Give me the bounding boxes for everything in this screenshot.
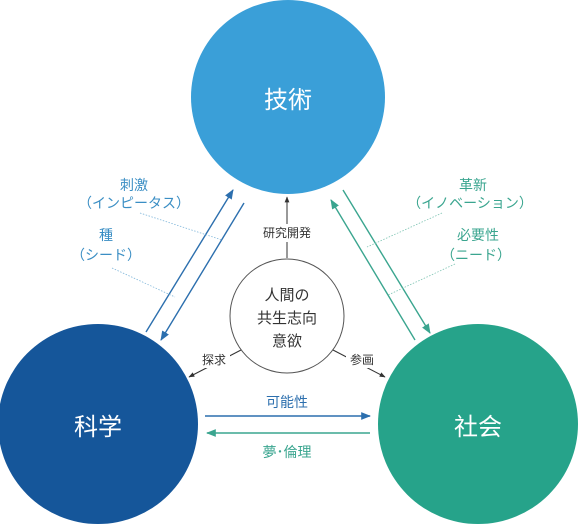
innovation-leader-line [366, 212, 443, 248]
stimulus-leader-line [139, 212, 223, 241]
rd-label: 研究開発 [263, 225, 311, 240]
explore-label-bg [198, 352, 230, 368]
stimulus-label: 刺激 [120, 177, 148, 194]
society-circle [378, 324, 578, 524]
science-circle [0, 324, 198, 524]
participate-label: 参画 [350, 352, 374, 367]
possibility-label: 可能性 [266, 395, 308, 411]
seed-sub-label: （シード） [71, 248, 141, 264]
explore-label: 探求 [202, 353, 226, 367]
necessity-label: 必要性 [457, 228, 499, 244]
technology-label: 技術 [264, 86, 312, 114]
participate-label-bg [346, 352, 378, 368]
society-to-technology-arrow [330, 199, 416, 341]
science-label: 科学 [74, 413, 122, 441]
necessity-sub-label: （ニード） [441, 248, 511, 264]
stimulus-sub-label: （インピータス） [78, 196, 190, 212]
innovation-label: 革新 [459, 178, 487, 194]
center-line-3: 意欲 [272, 332, 302, 350]
center-circle [229, 258, 345, 374]
technology-circle [191, 0, 385, 194]
science-to-technology-arrow [145, 189, 234, 333]
center-line-2: 共生志向 [257, 309, 317, 327]
center-line-1: 人間の [264, 286, 309, 304]
technology-to-society-arrow [342, 189, 431, 334]
seed-leader-line [111, 267, 176, 298]
technology-to-science-arrow [160, 202, 245, 341]
necessity-leader-line [387, 263, 456, 296]
dream-ethics-label: 夢･倫理 [263, 445, 312, 461]
society-label: 社会 [454, 413, 502, 441]
rd-label-bg [256, 224, 318, 242]
seed-label: 種 [99, 228, 113, 244]
innovation-sub-label: （イノベーション） [407, 196, 533, 212]
